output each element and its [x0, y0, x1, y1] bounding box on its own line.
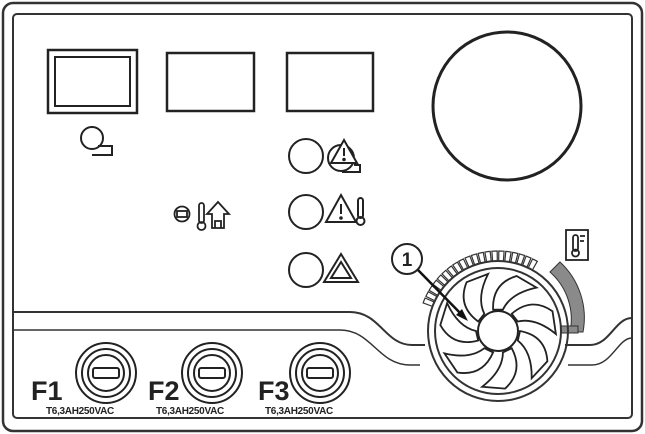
- cooling-fan: [422, 250, 585, 402]
- power-switch-window[interactable]: [46, 48, 139, 115]
- fan-blade: [442, 347, 495, 374]
- fuse-compartment-inner: [13, 329, 633, 366]
- display-window-3: [285, 51, 375, 113]
- fuse-holder-f1[interactable]: [75, 342, 137, 404]
- fan-ring-segment: [498, 250, 505, 262]
- fuse-label-f1: F1: [31, 376, 63, 406]
- indicator-overtemperature: [288, 192, 366, 230]
- fan-blade: [439, 300, 480, 344]
- fan-blade: [462, 272, 490, 323]
- display-window-2: [165, 51, 256, 113]
- indicator-power-warning: [288, 137, 361, 174]
- control-knob[interactable]: [431, 30, 583, 182]
- thermometer-icon: [565, 229, 589, 261]
- fan-blade: [479, 347, 518, 390]
- fan-outer-rim: [427, 260, 569, 402]
- fuse-rating-f1: T6,3AH250VAC: [46, 406, 114, 417]
- fan-blade: [492, 275, 539, 311]
- fan-blade: [516, 329, 549, 381]
- fuse-compartment: [13, 311, 633, 346]
- power-symbol-icon: [80, 126, 113, 156]
- fan-blade: [510, 303, 558, 337]
- fuse-label-f3: F3: [258, 376, 290, 406]
- fuse-rating-f3: T6,3AH250VAC: [265, 406, 333, 417]
- temperature-rise-icon: [173, 200, 232, 231]
- callout-1: 1: [391, 243, 468, 321]
- indicator-general-warning: [288, 252, 360, 288]
- fuse-holder-f3[interactable]: [289, 342, 351, 404]
- fuse-label-f2: F2: [148, 376, 180, 406]
- fan-ring-segment: [491, 250, 498, 262]
- fan-ring-segment: [504, 250, 512, 263]
- callout-number: 1: [402, 250, 413, 271]
- fuse-holder-f2[interactable]: [181, 342, 243, 404]
- fan-hub: [477, 310, 519, 352]
- fuse-rating-f2: T6,3AH250VAC: [156, 406, 224, 417]
- fan-blades: [439, 272, 558, 390]
- fan-ring-segment: [484, 250, 492, 263]
